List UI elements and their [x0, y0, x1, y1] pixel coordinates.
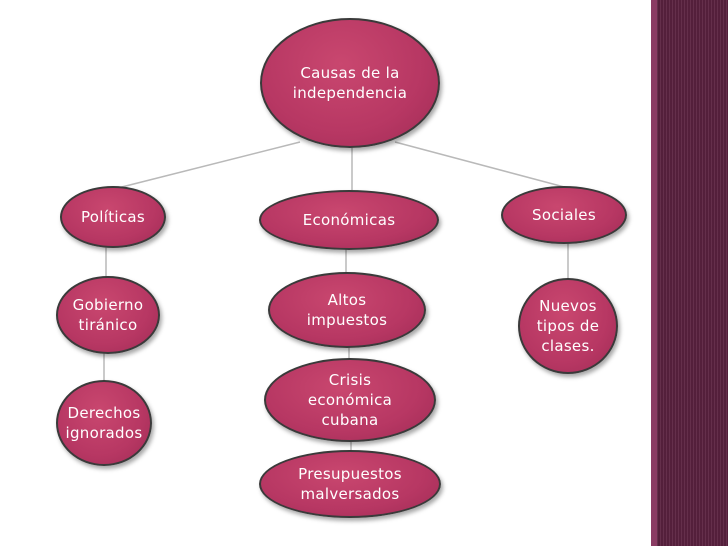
node-nuevos-label: Nuevos tipos de clases. — [536, 297, 600, 355]
root-node-label: Causas de la independencia — [292, 64, 408, 102]
category-node-sociales: Sociales — [501, 186, 627, 244]
node-crisis-economica: Crisis económica cubana — [264, 358, 436, 442]
root-node-causas: Causas de la independencia — [260, 18, 440, 148]
node-presupuestos-malversados: Presupuestos malversados — [259, 450, 441, 518]
category-economicas-label: Económicas — [302, 211, 396, 229]
connector-lines — [103, 141, 569, 454]
category-node-politicas: Políticas — [60, 186, 166, 248]
connector-root-sociales — [394, 141, 569, 189]
node-gobierno-tiranico: Gobierno tiránico — [56, 276, 160, 354]
side-stripe-edge — [651, 0, 657, 546]
category-node-economicas: Económicas — [259, 190, 439, 250]
category-sociales-label: Sociales — [532, 206, 596, 224]
concept-map: Causas de la independencia Políticas Eco… — [56, 18, 627, 518]
node-derechos-ignorados: Derechos ignorados — [56, 380, 152, 466]
node-gobierno-label: Gobierno tiránico — [72, 296, 144, 334]
decorative-side-stripe — [651, 0, 728, 546]
node-crisis-label: Crisis económica cubana — [307, 371, 393, 429]
node-nuevos-tipos: Nuevos tipos de clases. — [518, 278, 618, 374]
connector-root-politicas — [109, 141, 301, 191]
category-politicas-label: Políticas — [80, 208, 146, 226]
node-altos-label: Altos impuestos — [306, 291, 388, 329]
node-presupuestos-label: Presupuestos malversados — [298, 465, 402, 503]
node-derechos-label: Derechos ignorados — [65, 404, 143, 442]
node-altos-impuestos: Altos impuestos — [268, 272, 426, 348]
